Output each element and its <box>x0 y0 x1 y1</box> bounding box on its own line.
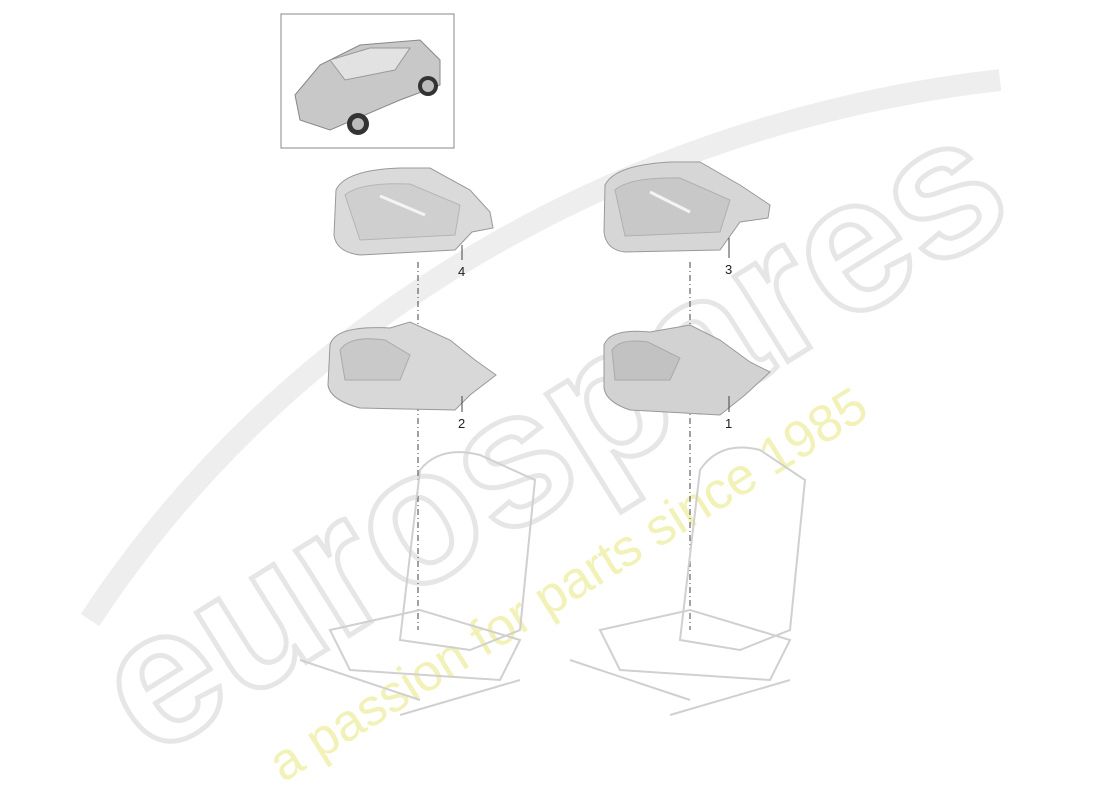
svg-text:3: 3 <box>725 262 732 277</box>
callout-3: 3 <box>725 238 732 277</box>
watermark: eurospares a passion for parts since 198… <box>57 69 1043 797</box>
callout-4: 4 <box>458 245 465 279</box>
watermark-swoosh <box>80 69 1002 627</box>
seat-cushion-foam-part-3[interactable] <box>603 161 771 253</box>
svg-text:4: 4 <box>458 264 465 279</box>
vehicle-thumbnail <box>280 13 455 149</box>
seat-cushion-foam-part-1[interactable] <box>603 324 771 416</box>
seat-frame-left <box>299 451 537 716</box>
seat-cushion-foam-part-4[interactable] <box>333 167 494 256</box>
callout-2: 2 <box>458 396 465 431</box>
svg-text:1: 1 <box>725 416 732 431</box>
svg-text:2: 2 <box>458 416 465 431</box>
watermark-brand: eurospares <box>59 72 1040 795</box>
seat-cushion-foam-part-2[interactable] <box>327 321 497 411</box>
callout-1: 1 <box>725 396 732 431</box>
assembly-lines <box>417 262 691 630</box>
seat-frame-right <box>569 446 807 716</box>
